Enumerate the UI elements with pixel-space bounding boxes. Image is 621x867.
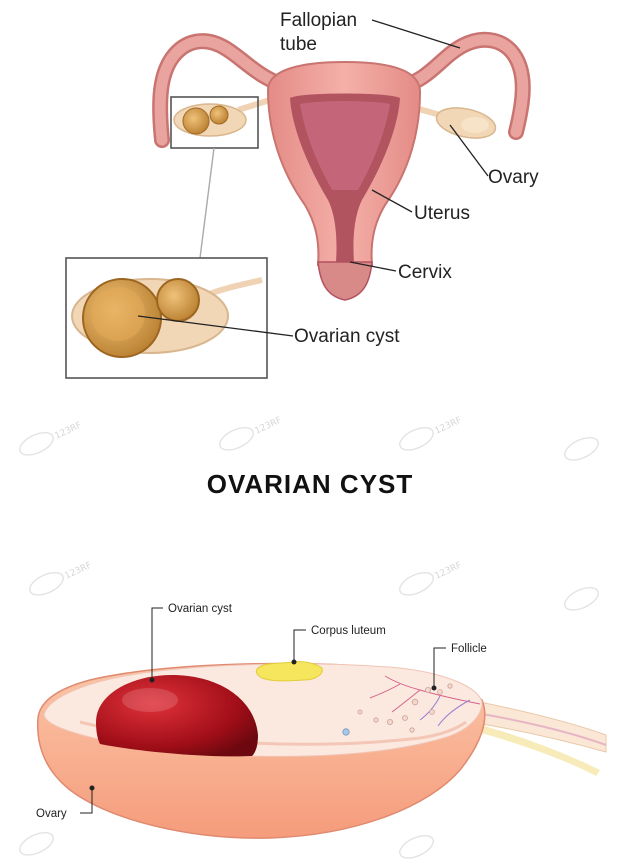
- svg-text:123RF: 123RF: [253, 416, 283, 437]
- corpus-luteum-shape: [256, 661, 322, 680]
- label-ovarian-cyst-bottom: Ovarian cyst: [168, 603, 233, 615]
- watermark-logo: 123RF: [396, 555, 464, 599]
- label-follicle: Follicle: [451, 643, 487, 655]
- label-ovary-bottom: Ovary: [36, 808, 67, 820]
- small-cyst: [157, 279, 199, 321]
- svg-text:123RF: 123RF: [63, 561, 93, 582]
- svg-text:123RF: 123RF: [433, 416, 463, 437]
- watermark-logo: 123RF: [16, 415, 84, 459]
- watermark-logo: [396, 831, 436, 863]
- label-ovary-top: Ovary: [488, 167, 539, 188]
- label-corpus-luteum: Corpus luteum: [311, 625, 386, 637]
- ovary-cross-section: [38, 661, 606, 838]
- label-uterus: Uterus: [414, 203, 470, 224]
- svg-text:123RF: 123RF: [433, 561, 463, 582]
- cervix-shape: [318, 262, 372, 300]
- label-fallopian-tube-line2: tube: [280, 34, 317, 55]
- watermark-logo: 123RF: [216, 410, 284, 454]
- watermark-logo: 123RF: [396, 410, 464, 454]
- watermark-logo: [16, 828, 56, 860]
- watermark-logo: 123RF: [26, 555, 94, 599]
- watermark-logo: [561, 583, 601, 615]
- zoom-connector: [200, 148, 214, 258]
- svg-text:123RF: 123RF: [53, 421, 83, 442]
- label-ovarian-cyst-top: Ovarian cyst: [294, 326, 400, 347]
- label-cervix: Cervix: [398, 262, 452, 283]
- zoomed-ovary-inset: [66, 258, 267, 378]
- watermark-logo: [561, 433, 601, 465]
- label-fallopian-tube-line1: Fallopian: [280, 10, 357, 31]
- page-title: OVARIAN CYST: [207, 469, 414, 499]
